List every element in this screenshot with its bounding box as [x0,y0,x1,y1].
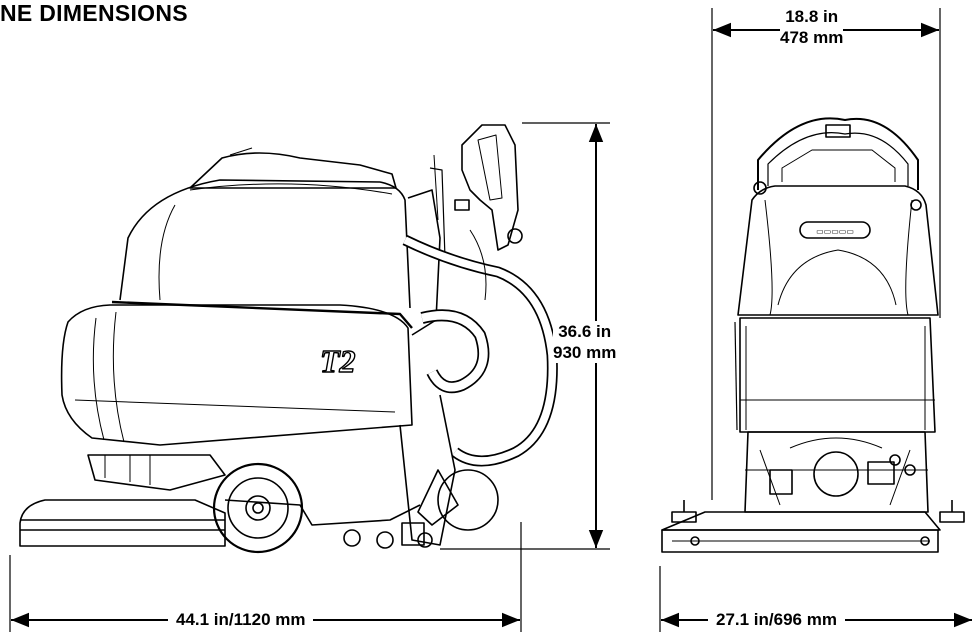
length-dimension-label: 44.1 in/1120 mm [168,609,314,630]
width-imperial: 18.8 in [785,7,839,26]
width-dimension-label: 18.8 in 478 mm [780,6,844,48]
width-metric: 478 mm [780,28,844,47]
model-badge: T2 [320,343,356,379]
depth-dimension-label: 27.1 in/696 mm [708,609,845,630]
front-view: ▭▭▭▭▭ [661,117,965,553]
page-title: NE DIMENSIONS [0,0,188,26]
svg-text:▭▭▭▭▭: ▭▭▭▭▭ [816,227,854,236]
height-metric: 930 mm [553,343,617,362]
side-view: T2 [19,124,558,554]
height-imperial: 36.6 in [558,322,612,341]
height-dimension-label: 36.6 in 930 mm [553,321,617,363]
